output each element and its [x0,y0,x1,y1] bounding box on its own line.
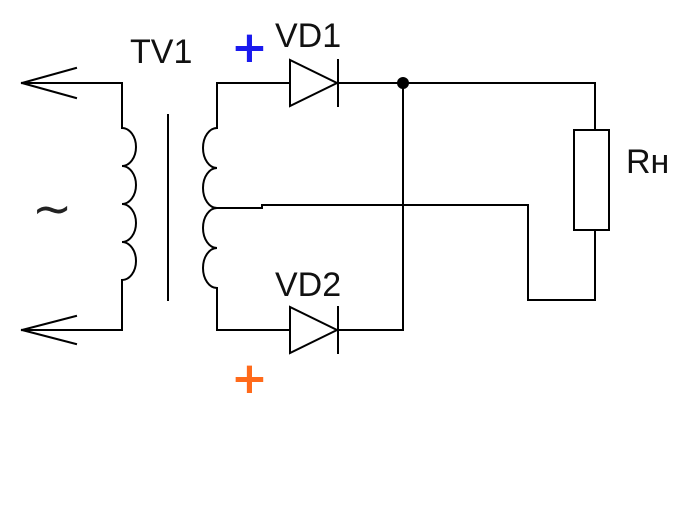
junction-dot [397,77,409,89]
load-resistor [573,82,610,301]
primary-winding [121,82,137,331]
diode-vd1 [289,58,340,108]
resistor-label: Rн [626,143,669,181]
transformer-label: TV1 [130,33,192,71]
secondary-winding [202,82,218,331]
plus-sign-bottom: + [231,353,268,404]
ac-input-terminal-bottom [20,314,123,346]
plus-sign-top: + [231,22,268,73]
ac-source-symbol: ~ [32,181,72,237]
diode-vd1-label: VD1 [275,17,341,55]
center-tap-wire [216,204,596,301]
ac-input-terminal-top [20,66,123,100]
diode-vd2-label: VD2 [275,266,341,304]
diode-vd2 [289,305,340,355]
